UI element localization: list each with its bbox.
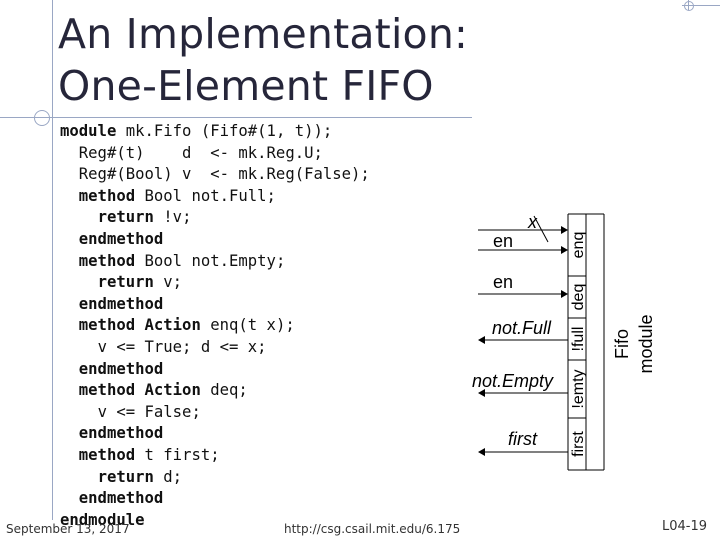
- code-line: endmethod: [60, 294, 370, 316]
- code-text: Bool not.Full;: [135, 186, 276, 205]
- decorative-circle: [34, 110, 50, 126]
- port-deq-label: deq: [570, 284, 587, 311]
- signal-x-label: x: [527, 212, 538, 232]
- code-keyword: method Action: [78, 316, 201, 335]
- code-text: Bool not.Empty;: [135, 251, 286, 270]
- code-text: enq(t x);: [200, 316, 295, 335]
- code-line: v <= False;: [60, 402, 370, 424]
- code-line: return d;: [60, 467, 370, 489]
- code-text: Reg#(Bool) v <- mk.Reg(False);: [78, 165, 370, 184]
- code-text: v <= True; d <= x;: [97, 337, 267, 356]
- slide-title-line-2: One-Element FIFO: [58, 62, 434, 110]
- signal-notfull-label: not.Full: [492, 318, 552, 338]
- code-line: Reg#(t) d <- mk.Reg.U;: [60, 143, 370, 165]
- code-line: endmodule: [60, 510, 370, 532]
- code-keyword: return: [97, 208, 154, 227]
- slide-title: An Implementation: One-Element FIFO: [58, 8, 468, 112]
- code-keyword: endmethod: [78, 489, 164, 508]
- signal-en-deq-label: en: [493, 272, 513, 292]
- enq-en-arrowhead: [561, 246, 568, 254]
- code-line: endmethod: [60, 423, 370, 445]
- code-keyword: endmethod: [78, 229, 164, 248]
- decorative-vertical-line: [52, 0, 53, 520]
- signal-first-label: first: [508, 429, 538, 449]
- signal-en-enq-label: en: [493, 231, 513, 251]
- code-line: return !v;: [60, 207, 370, 229]
- port-enq-label: enq: [570, 232, 587, 259]
- code-line: endmethod: [60, 488, 370, 510]
- slide-title-line-1: An Implementation:: [58, 10, 469, 58]
- decorative-horizontal-line: [0, 117, 472, 118]
- code-line: method Action enq(t x);: [60, 315, 370, 337]
- footer-date: September 13, 2017: [6, 522, 130, 536]
- code-keyword: endmethod: [78, 294, 164, 313]
- port-full-label: !full: [570, 327, 587, 352]
- signal-notempty-label: not.Empty: [472, 371, 554, 391]
- deq-en-arrowhead: [561, 290, 568, 298]
- code-line: method Bool not.Empty;: [60, 251, 370, 273]
- code-listing: module mk.Fifo (Fifo#(1, t)); Reg#(t) d …: [60, 121, 370, 531]
- module-name-label-2: module: [636, 314, 656, 373]
- code-text: Reg#(t) d <- mk.Reg.U;: [78, 143, 323, 162]
- code-keyword: endmodule: [60, 510, 145, 529]
- decorative-corner-circle: [684, 1, 694, 11]
- code-line: endmethod: [60, 229, 370, 251]
- code-text: !v;: [153, 208, 192, 227]
- enq-x-arrowhead: [561, 226, 568, 234]
- code-line: return v;: [60, 272, 370, 294]
- code-text: deq;: [200, 381, 248, 400]
- code-line: module mk.Fifo (Fifo#(1, t));: [60, 121, 370, 143]
- code-text: t first;: [135, 445, 220, 464]
- code-keyword: method: [78, 445, 136, 464]
- code-keyword: endmethod: [78, 424, 164, 443]
- module-name-label-1: Fifo: [612, 329, 632, 359]
- code-keyword: method: [78, 186, 136, 205]
- code-line: Reg#(Bool) v <- mk.Reg(False);: [60, 164, 370, 186]
- first-arrowhead: [478, 448, 485, 456]
- code-keyword: method: [78, 251, 136, 270]
- notfull-arrowhead: [478, 336, 485, 344]
- code-keyword: return: [97, 273, 154, 292]
- code-line: method Action deq;: [60, 380, 370, 402]
- code-text: v <= False;: [97, 402, 201, 421]
- enq-x-bus-slash: [533, 215, 549, 243]
- notempty-arrowhead: [478, 389, 485, 397]
- code-line: method Bool not.Full;: [60, 186, 370, 208]
- port-emty-label: !emty: [570, 369, 587, 408]
- code-keyword: module: [60, 122, 117, 140]
- code-line: v <= True; d <= x;: [60, 337, 370, 359]
- code-keyword: return: [97, 467, 154, 486]
- code-keyword: endmethod: [78, 359, 164, 378]
- code-text: d;: [153, 467, 183, 486]
- port-first-label: first: [570, 431, 587, 457]
- footer-url: http://csg.csail.mit.edu/6.175: [284, 522, 461, 536]
- decorative-corner-rule: [682, 5, 720, 6]
- code-line: endmethod: [60, 359, 370, 381]
- code-line: method t first;: [60, 445, 370, 467]
- code-keyword: method Action: [78, 381, 201, 400]
- code-text: v;: [153, 273, 183, 292]
- code-text: mk.Fifo (Fifo#(1, t));: [116, 122, 333, 140]
- slide-number: L04-19: [662, 519, 708, 534]
